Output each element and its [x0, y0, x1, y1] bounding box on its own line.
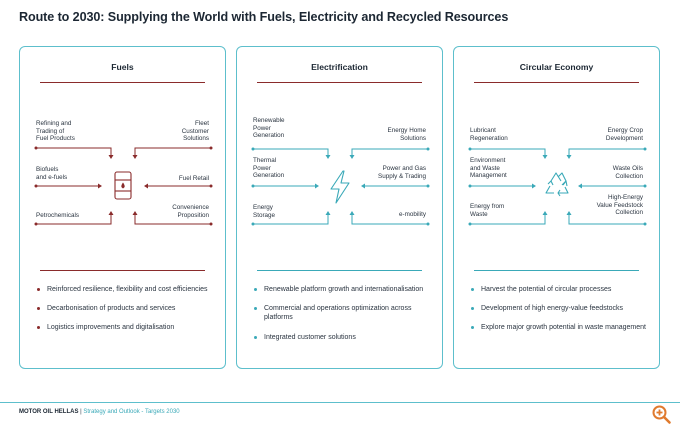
label-fuel-retail: Fuel Retail: [178, 175, 209, 182]
label-e-mobility: e-mobility: [399, 211, 426, 218]
footer-brand: MOTOR OIL HELLAS: [19, 409, 79, 415]
circular-bullet-list: Harvest the potential of circular proces…: [471, 285, 656, 343]
panel-title-circular-economy: Circular Economy: [519, 62, 594, 72]
circular-connector-diagram: [468, 147, 647, 226]
list-item: Integrated customer solutions: [254, 333, 439, 342]
divider: [474, 270, 639, 272]
footer-section: Strategy and Outlook - Targets 2030: [83, 409, 180, 415]
divider: [474, 82, 639, 84]
divider: [40, 82, 205, 84]
list-item: Development of high energy-value feedsto…: [471, 304, 656, 313]
list-item: Explore major growth potential in waste …: [471, 323, 656, 332]
divider: [40, 270, 205, 272]
lightning-bolt-icon: [330, 170, 350, 204]
footer: MOTOR OIL HELLAS | Strategy and Outlook …: [19, 409, 180, 415]
footer-separator: |: [78, 409, 84, 415]
footer-divider: [0, 402, 680, 404]
page-title: Route to 2030: Supplying the World with …: [19, 10, 509, 24]
list-item: Logistics improvements and digitalisatio…: [37, 323, 222, 332]
fuels-connector-diagram: [34, 146, 213, 226]
fuel-barrel-icon: [114, 171, 132, 200]
electrification-bullet-list: Renewable platform growth and internatio…: [254, 285, 439, 352]
divider: [257, 82, 422, 84]
divider: [257, 270, 422, 272]
electrification-connector-diagram: [251, 147, 430, 226]
panel-circular-economy: Circular Economy: [453, 46, 660, 369]
label-petrochemicals: Petrochemicals: [36, 212, 80, 219]
list-item: Harvest the potential of circular proces…: [471, 285, 656, 294]
list-item: Reinforced resilience, flexibility and c…: [37, 285, 222, 294]
zoom-in-icon[interactable]: [650, 403, 672, 425]
recycle-icon: [545, 172, 569, 197]
fuels-bullet-list: Reinforced resilience, flexibility and c…: [37, 285, 222, 343]
panel-title-electrification: Electrification: [311, 62, 368, 72]
list-item: Decarbonisation of products and services: [37, 304, 222, 313]
panel-title-fuels: Fuels: [111, 62, 134, 72]
list-item: Commercial and operations optimization a…: [254, 304, 439, 322]
list-item: Renewable platform growth and internatio…: [254, 285, 439, 294]
